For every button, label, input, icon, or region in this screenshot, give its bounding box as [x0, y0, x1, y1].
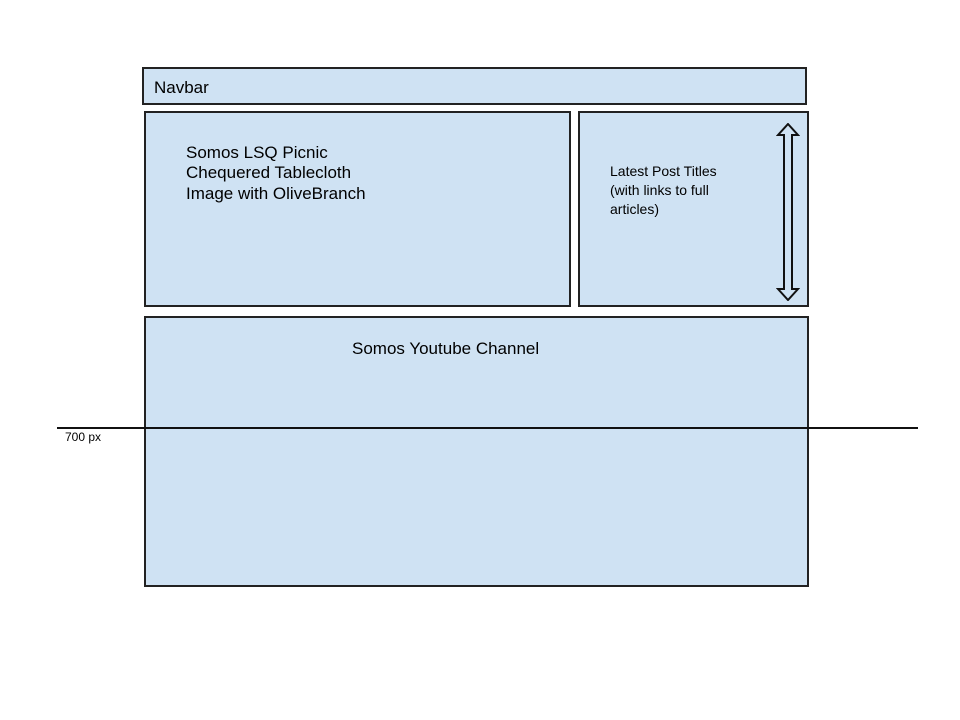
- navbar-placeholder: Navbar: [142, 67, 807, 105]
- latest-posts-placeholder: Latest Post Titles (with links to full a…: [578, 111, 809, 307]
- fold-line: [57, 427, 918, 429]
- double-arrow-vertical-icon: [776, 123, 800, 301]
- hero-image-placeholder: Somos LSQ Picnic Chequered Tablecloth Im…: [144, 111, 571, 307]
- navbar-label: Navbar: [154, 78, 209, 97]
- fold-label: 700 px: [65, 430, 102, 444]
- latest-posts-line: (with links to full: [610, 181, 709, 198]
- youtube-channel-placeholder: Somos Youtube Channel: [144, 316, 809, 587]
- latest-posts-label: Latest Post Titles (with links to full a…: [610, 162, 717, 219]
- latest-posts-line: articles): [610, 200, 660, 217]
- hero-line: Chequered Tablecloth: [186, 163, 352, 183]
- hero-line: Image with OliveBranch: [186, 183, 366, 203]
- hero-label: Somos LSQ Picnic Chequered Tablecloth Im…: [186, 143, 366, 204]
- hero-line: Somos LSQ Picnic: [186, 143, 328, 162]
- youtube-label: Somos Youtube Channel: [352, 339, 540, 358]
- latest-posts-line: Latest Post Titles: [610, 163, 717, 179]
